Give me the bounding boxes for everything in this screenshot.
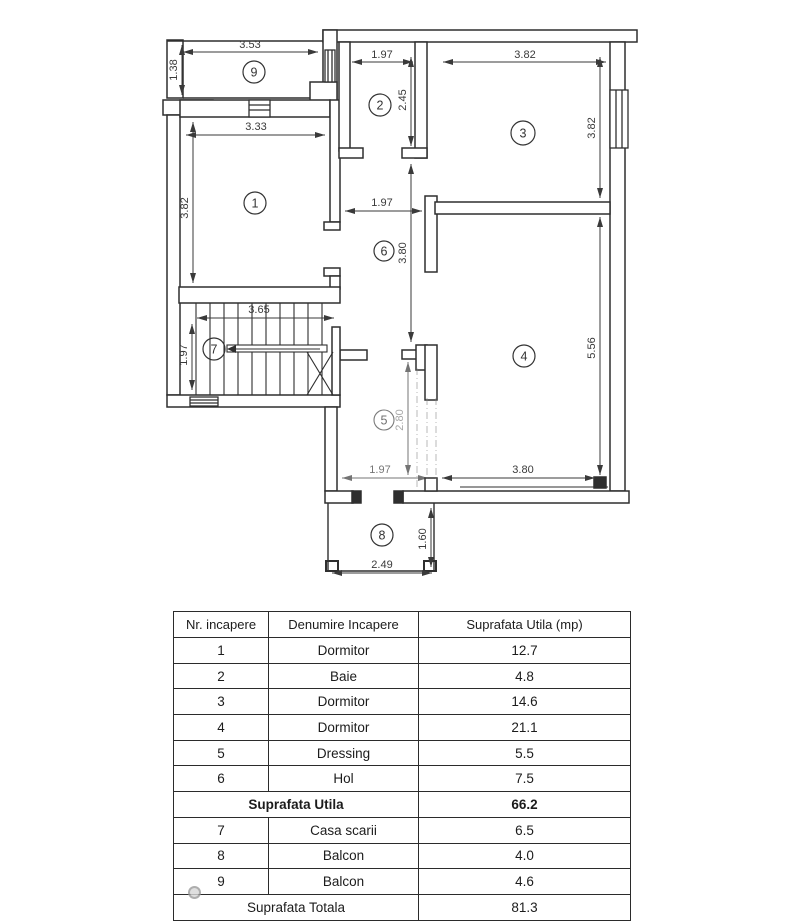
dim-label: 3.65 (248, 304, 269, 316)
dim-label: 1.97 (371, 49, 392, 61)
dim-label: 1.97 (369, 464, 390, 476)
dimension-labels: 3.53 1.38 1.97 2.45 3.82 3.82 3.33 3.82 … (168, 39, 598, 571)
windows (189, 49, 629, 407)
window-icon (189, 396, 219, 407)
dim-label: 3.53 (239, 39, 260, 51)
dim-label: 1.38 (168, 59, 180, 80)
dim-label: 2.49 (371, 559, 392, 571)
dim-label: 3.80 (512, 464, 533, 476)
dim-label: 3.80 (397, 242, 409, 263)
window-icon (324, 49, 336, 83)
svg-text:6: 6 (381, 245, 388, 259)
floorplan-document: { "plan": { "rooms": [ {"number":"1"},{"… (162, 29, 638, 921)
dim-label: 3.33 (245, 121, 266, 133)
room-area-table: Nr. incapere Denumire Incapere Suprafata… (173, 611, 631, 921)
dim-label: 1.97 (178, 344, 190, 365)
dimension-lines (179, 45, 606, 576)
stair-direction-arrow-icon (227, 345, 236, 353)
col-header-area: Suprafata Utila (mp) (418, 611, 631, 638)
svg-text:8: 8 (379, 529, 386, 543)
col-header-nr: Nr. incapere (173, 611, 269, 638)
svg-text:4: 4 (521, 350, 528, 364)
room-label-6: 6 (373, 240, 395, 262)
dim-label: 1.97 (371, 197, 392, 209)
svg-text:5: 5 (381, 414, 388, 428)
dim-label: 1.60 (417, 528, 429, 549)
room-label-7: 7 (202, 337, 226, 361)
room-label-2: 2 (368, 93, 392, 117)
svg-text:2: 2 (377, 99, 384, 113)
dim-label: 5.56 (586, 337, 598, 358)
dim-label: 3.82 (179, 197, 191, 218)
room-label-9: 9 (242, 60, 266, 84)
floor-plan: 3.53 1.38 1.97 2.45 3.82 3.82 3.33 3.82 … (162, 29, 638, 576)
table-header-row: Nr. incapere Denumire Incapere Suprafata… (173, 611, 631, 638)
svg-text:7: 7 (211, 343, 218, 357)
room-label-8: 8 (370, 523, 394, 547)
svg-text:1: 1 (252, 197, 259, 211)
dim-label: 3.82 (514, 49, 535, 61)
faded-wall-remnant (416, 368, 437, 490)
window-icon (609, 89, 629, 149)
room-label-5: 5 (373, 409, 395, 431)
dim-label: 2.45 (397, 89, 409, 110)
svg-text:3: 3 (520, 127, 527, 141)
dim-label: 3.82 (586, 117, 598, 138)
room-labels: 1 2 3 4 5 6 7 8 9 (202, 60, 536, 547)
col-header-name: Denumire Incapere (268, 611, 419, 638)
dim-label: 2.80 (394, 409, 406, 430)
svg-text:9: 9 (251, 66, 258, 80)
room-label-3: 3 (510, 120, 536, 146)
room-label-4: 4 (512, 344, 536, 368)
watermark-dot (188, 886, 201, 899)
room-label-1: 1 (243, 191, 267, 215)
window-icon (248, 99, 271, 118)
